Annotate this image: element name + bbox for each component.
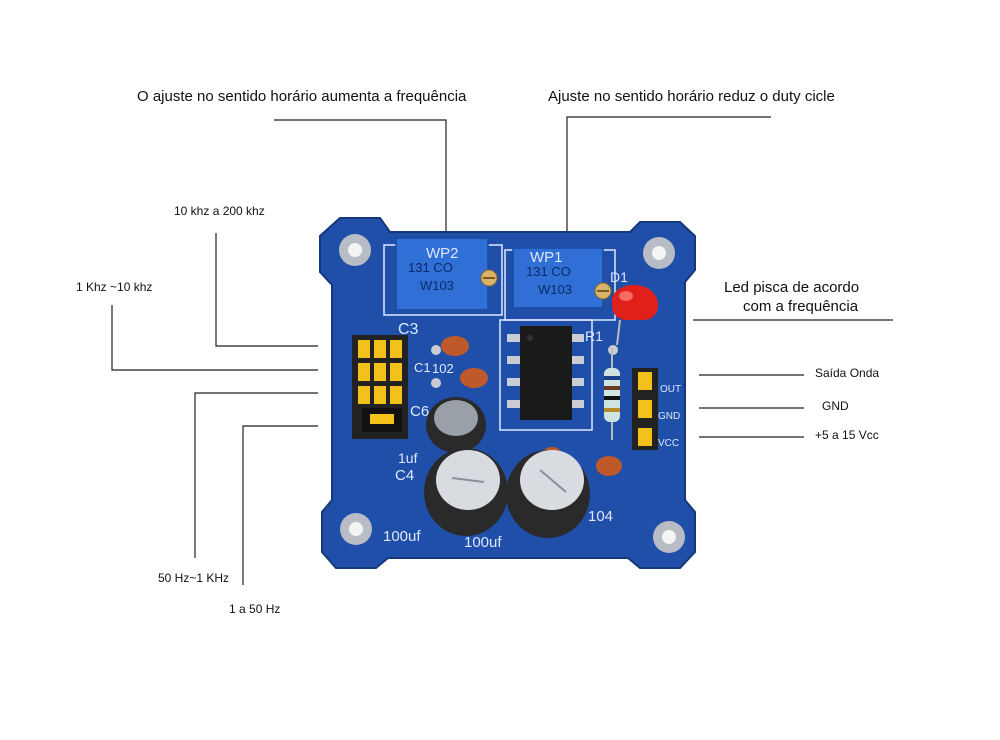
pin-out-label: OUT: [660, 384, 681, 395]
label-vcc: +5 a 15 Vcc: [815, 428, 879, 442]
mounting-holes: [339, 234, 685, 553]
d1-label: D1: [610, 269, 628, 285]
resistor-r1: [604, 348, 620, 440]
pin-gnd-label: GND: [658, 411, 680, 422]
pin-vcc-label: VCC: [658, 438, 679, 449]
rp1-code-bottom: W103: [538, 282, 572, 297]
label-range-50-1k: 50 Hz~1 KHz: [158, 571, 230, 585]
c4-label: C4: [395, 467, 414, 484]
potentiometer-rp1: WP1 131 CO W103: [512, 247, 612, 309]
rp2-label: WP2: [426, 245, 459, 262]
leader-10k-200k: [215, 233, 318, 347]
label-gnd: GND: [822, 399, 849, 413]
rp2-code-bottom: W103: [420, 278, 454, 293]
label-range-1-50: 1 a 50 Hz: [229, 602, 281, 616]
cap-left-value: 100uf: [383, 528, 421, 545]
leader-duty-adjust: [566, 116, 771, 238]
c1-label: C1: [414, 360, 431, 375]
c6-label: C6: [410, 403, 429, 420]
frequency-jumper-header: [352, 335, 408, 439]
electrolytic-capacitor-left: [424, 448, 508, 536]
led: D1: [610, 269, 658, 346]
potentiometer-rp2: WP2 131 CO W103: [395, 237, 498, 311]
label-range-1k-10k: 1 Khz ~10 khz: [76, 280, 153, 294]
electrolytic-capacitor-right: [506, 450, 590, 538]
label-range-10k-200k: 10 khz a 200 khz: [174, 204, 265, 218]
cap-right-value: 100uf: [464, 534, 502, 551]
leader-freq-adjust: [274, 119, 447, 232]
r1-label: R1: [585, 328, 603, 344]
c3-label: C3: [398, 321, 419, 338]
c1-value: 102: [432, 361, 454, 376]
label-led: Led pisca de acordo com a frequência: [724, 278, 859, 316]
label-out-wave: Saída Onda: [815, 366, 880, 380]
label-led-line2: com a frequência: [743, 298, 859, 315]
leader-1k-10k: [111, 305, 318, 371]
leader-50-1k: [194, 392, 318, 558]
output-pin-header: OUT GND VCC: [632, 368, 681, 450]
rp1-code-top: 131 CO: [526, 264, 571, 279]
label-duty-adjust: Ajuste no sentido horário reduz o duty c…: [548, 88, 835, 105]
rp1-label: WP1: [530, 249, 563, 266]
label-led-line1: Led pisca de acordo: [724, 279, 860, 296]
rp2-code-top: 131 CO: [408, 260, 453, 275]
electrolytic-capacitor-small: [426, 397, 486, 453]
ne555-chip: [507, 326, 584, 420]
leader-1-50: [242, 425, 318, 585]
c4-value: 1uf: [398, 450, 418, 466]
c5-value: 104: [588, 508, 613, 525]
label-freq-adjust: O ajuste no sentido horário aumenta a fr…: [137, 88, 467, 105]
